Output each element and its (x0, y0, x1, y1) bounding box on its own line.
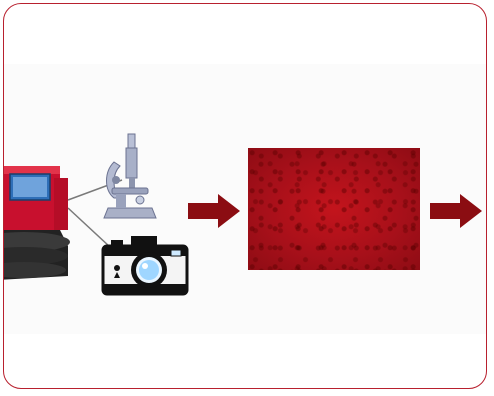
camera-icon (101, 236, 189, 296)
captured-red-image (248, 148, 420, 270)
arrow-right-icon (430, 194, 482, 228)
plate-reader-icon (4, 166, 70, 280)
figure-frame (3, 3, 487, 389)
microscope-icon (103, 133, 157, 219)
arrow-right-icon (188, 194, 240, 228)
